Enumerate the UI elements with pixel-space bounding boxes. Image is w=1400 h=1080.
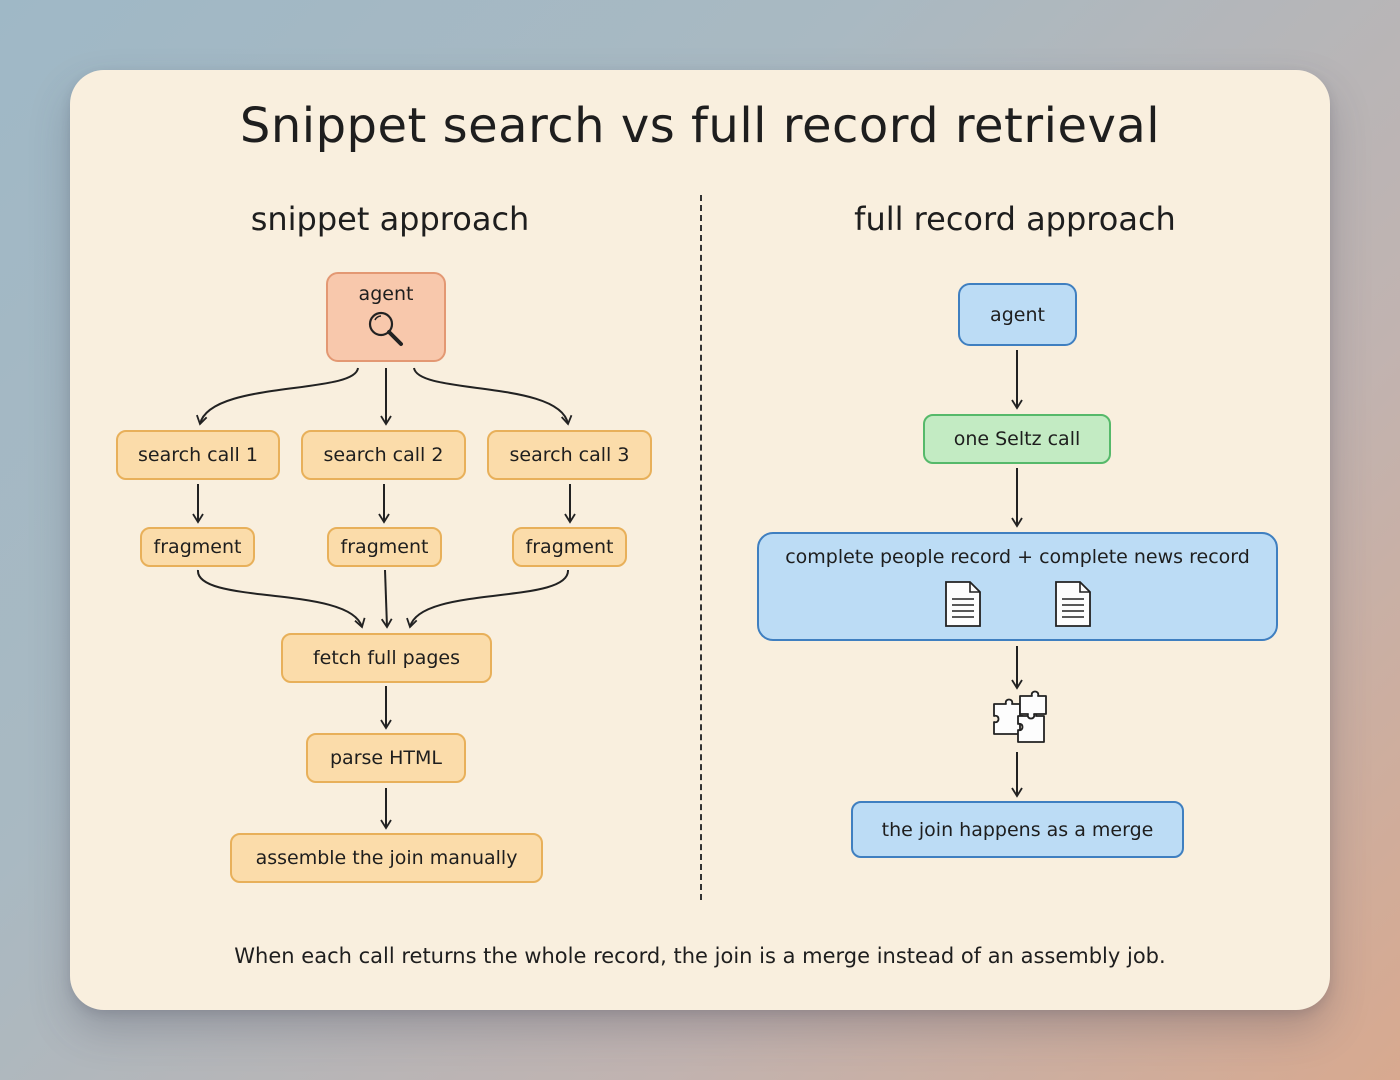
search-call-2-label: search call 2: [323, 444, 444, 466]
one-seltz-call-label: one Seltz call: [953, 428, 1081, 450]
right-heading: full record approach: [854, 200, 1176, 238]
divider-line: [700, 195, 702, 900]
fragment-2-node: fragment: [327, 527, 442, 567]
right-agent-label: agent: [990, 303, 1045, 326]
search-call-3-node: search call 3: [487, 430, 652, 480]
fragment-3-node: fragment: [512, 527, 627, 567]
fragment-3-label: fragment: [525, 536, 614, 558]
search-call-1-node: search call 1: [116, 430, 280, 480]
merge-label: the join happens as a merge: [881, 818, 1154, 841]
complete-records-label: complete people record + complete news r…: [785, 546, 1250, 568]
parse-html-node: parse HTML: [306, 733, 466, 783]
search-call-1-label: search call 1: [138, 444, 258, 466]
fragment-2-label: fragment: [340, 536, 429, 558]
footer-caption: When each call returns the whole record,…: [234, 944, 1166, 968]
left-agent-node: agent: [326, 272, 446, 362]
parse-html-label: parse HTML: [329, 747, 442, 769]
puzzle-icon: [993, 690, 1047, 743]
fetch-full-pages-node: fetch full pages: [281, 633, 492, 683]
fragment-1-label: fragment: [153, 536, 242, 558]
magnifier-icon: [368, 311, 403, 346]
search-call-3-label: search call 3: [509, 444, 630, 466]
merge-node: the join happens as a merge: [851, 801, 1184, 858]
document-icon: [1054, 581, 1091, 627]
assemble-join-node: assemble the join manually: [230, 833, 543, 883]
left-agent-label: agent: [358, 283, 414, 305]
diagram-title: Snippet search vs full record retrieval: [239, 98, 1161, 154]
document-icon: [944, 581, 981, 627]
left-heading: snippet approach: [250, 200, 530, 238]
one-seltz-call-node: one Seltz call: [923, 414, 1111, 464]
fetch-full-pages-label: fetch full pages: [312, 647, 461, 669]
right-agent-node: agent: [958, 283, 1077, 346]
assemble-join-label: assemble the join manually: [255, 847, 518, 869]
fragment-1-node: fragment: [140, 527, 255, 567]
search-call-2-node: search call 2: [301, 430, 466, 480]
complete-records-node: complete people record + complete news r…: [757, 532, 1278, 641]
